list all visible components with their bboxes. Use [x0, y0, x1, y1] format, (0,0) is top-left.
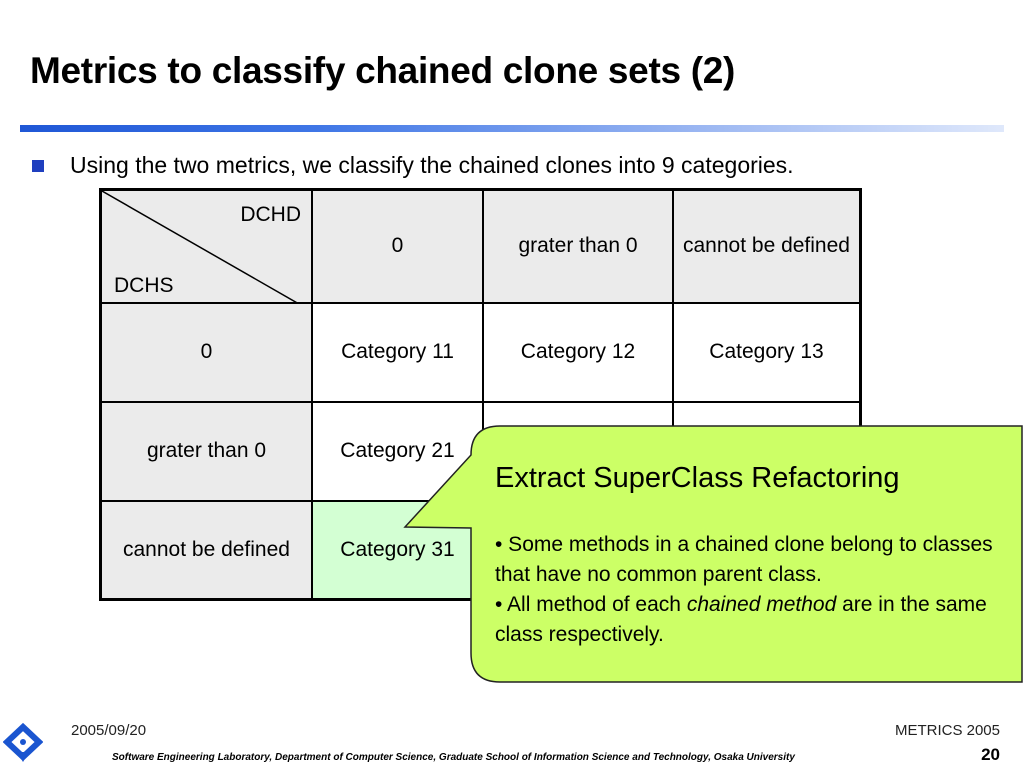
table-header-row: DCHD DCHS 0 grater than 0 cannot be defi…: [99, 188, 862, 304]
table-row: 0 Category 11 Category 12 Category 13: [99, 301, 862, 403]
diagonal-divider: [102, 191, 299, 304]
title-divider: [20, 125, 1004, 132]
row-header: grater than 0: [99, 400, 313, 502]
corner-label-dchs: DCHS: [114, 273, 174, 297]
row-header: 0: [99, 301, 313, 403]
page-number: 20: [981, 745, 1000, 764]
footer-conference: METRICS 2005: [894, 722, 1000, 739]
callout-title: Extract SuperClass Refactoring: [495, 462, 900, 494]
corner-label-dchd: DCHD: [240, 203, 301, 226]
bullet-text: Using the two metrics, we classify the c…: [70, 152, 794, 178]
footer-affiliation: Software Engineering Laboratory, Departm…: [112, 752, 795, 763]
column-header: grater than 0: [482, 188, 674, 304]
slide-title: Metrics to classify chained clone sets (…: [30, 50, 736, 91]
column-header: 0: [311, 188, 484, 304]
square-bullet-icon: [32, 160, 44, 172]
callout-body: • Some methods in a chained clone belong…: [495, 530, 1024, 650]
osaka-university-logo-icon: [3, 722, 43, 762]
table-cell: Category 12: [482, 301, 674, 403]
callout-point: • Some methods in a chained clone belong…: [495, 533, 993, 586]
table-cell: Category 13: [672, 301, 862, 403]
callout-point: • All method of each chained method are …: [495, 593, 987, 646]
emphasis-text: chained method: [686, 593, 837, 616]
column-header: cannot be defined: [672, 188, 862, 304]
table-corner-cell: DCHD DCHS: [99, 188, 313, 304]
row-header: cannot be defined: [99, 499, 313, 601]
footer-date: 2005/09/20: [71, 722, 147, 739]
table-cell: Category 11: [311, 301, 484, 403]
